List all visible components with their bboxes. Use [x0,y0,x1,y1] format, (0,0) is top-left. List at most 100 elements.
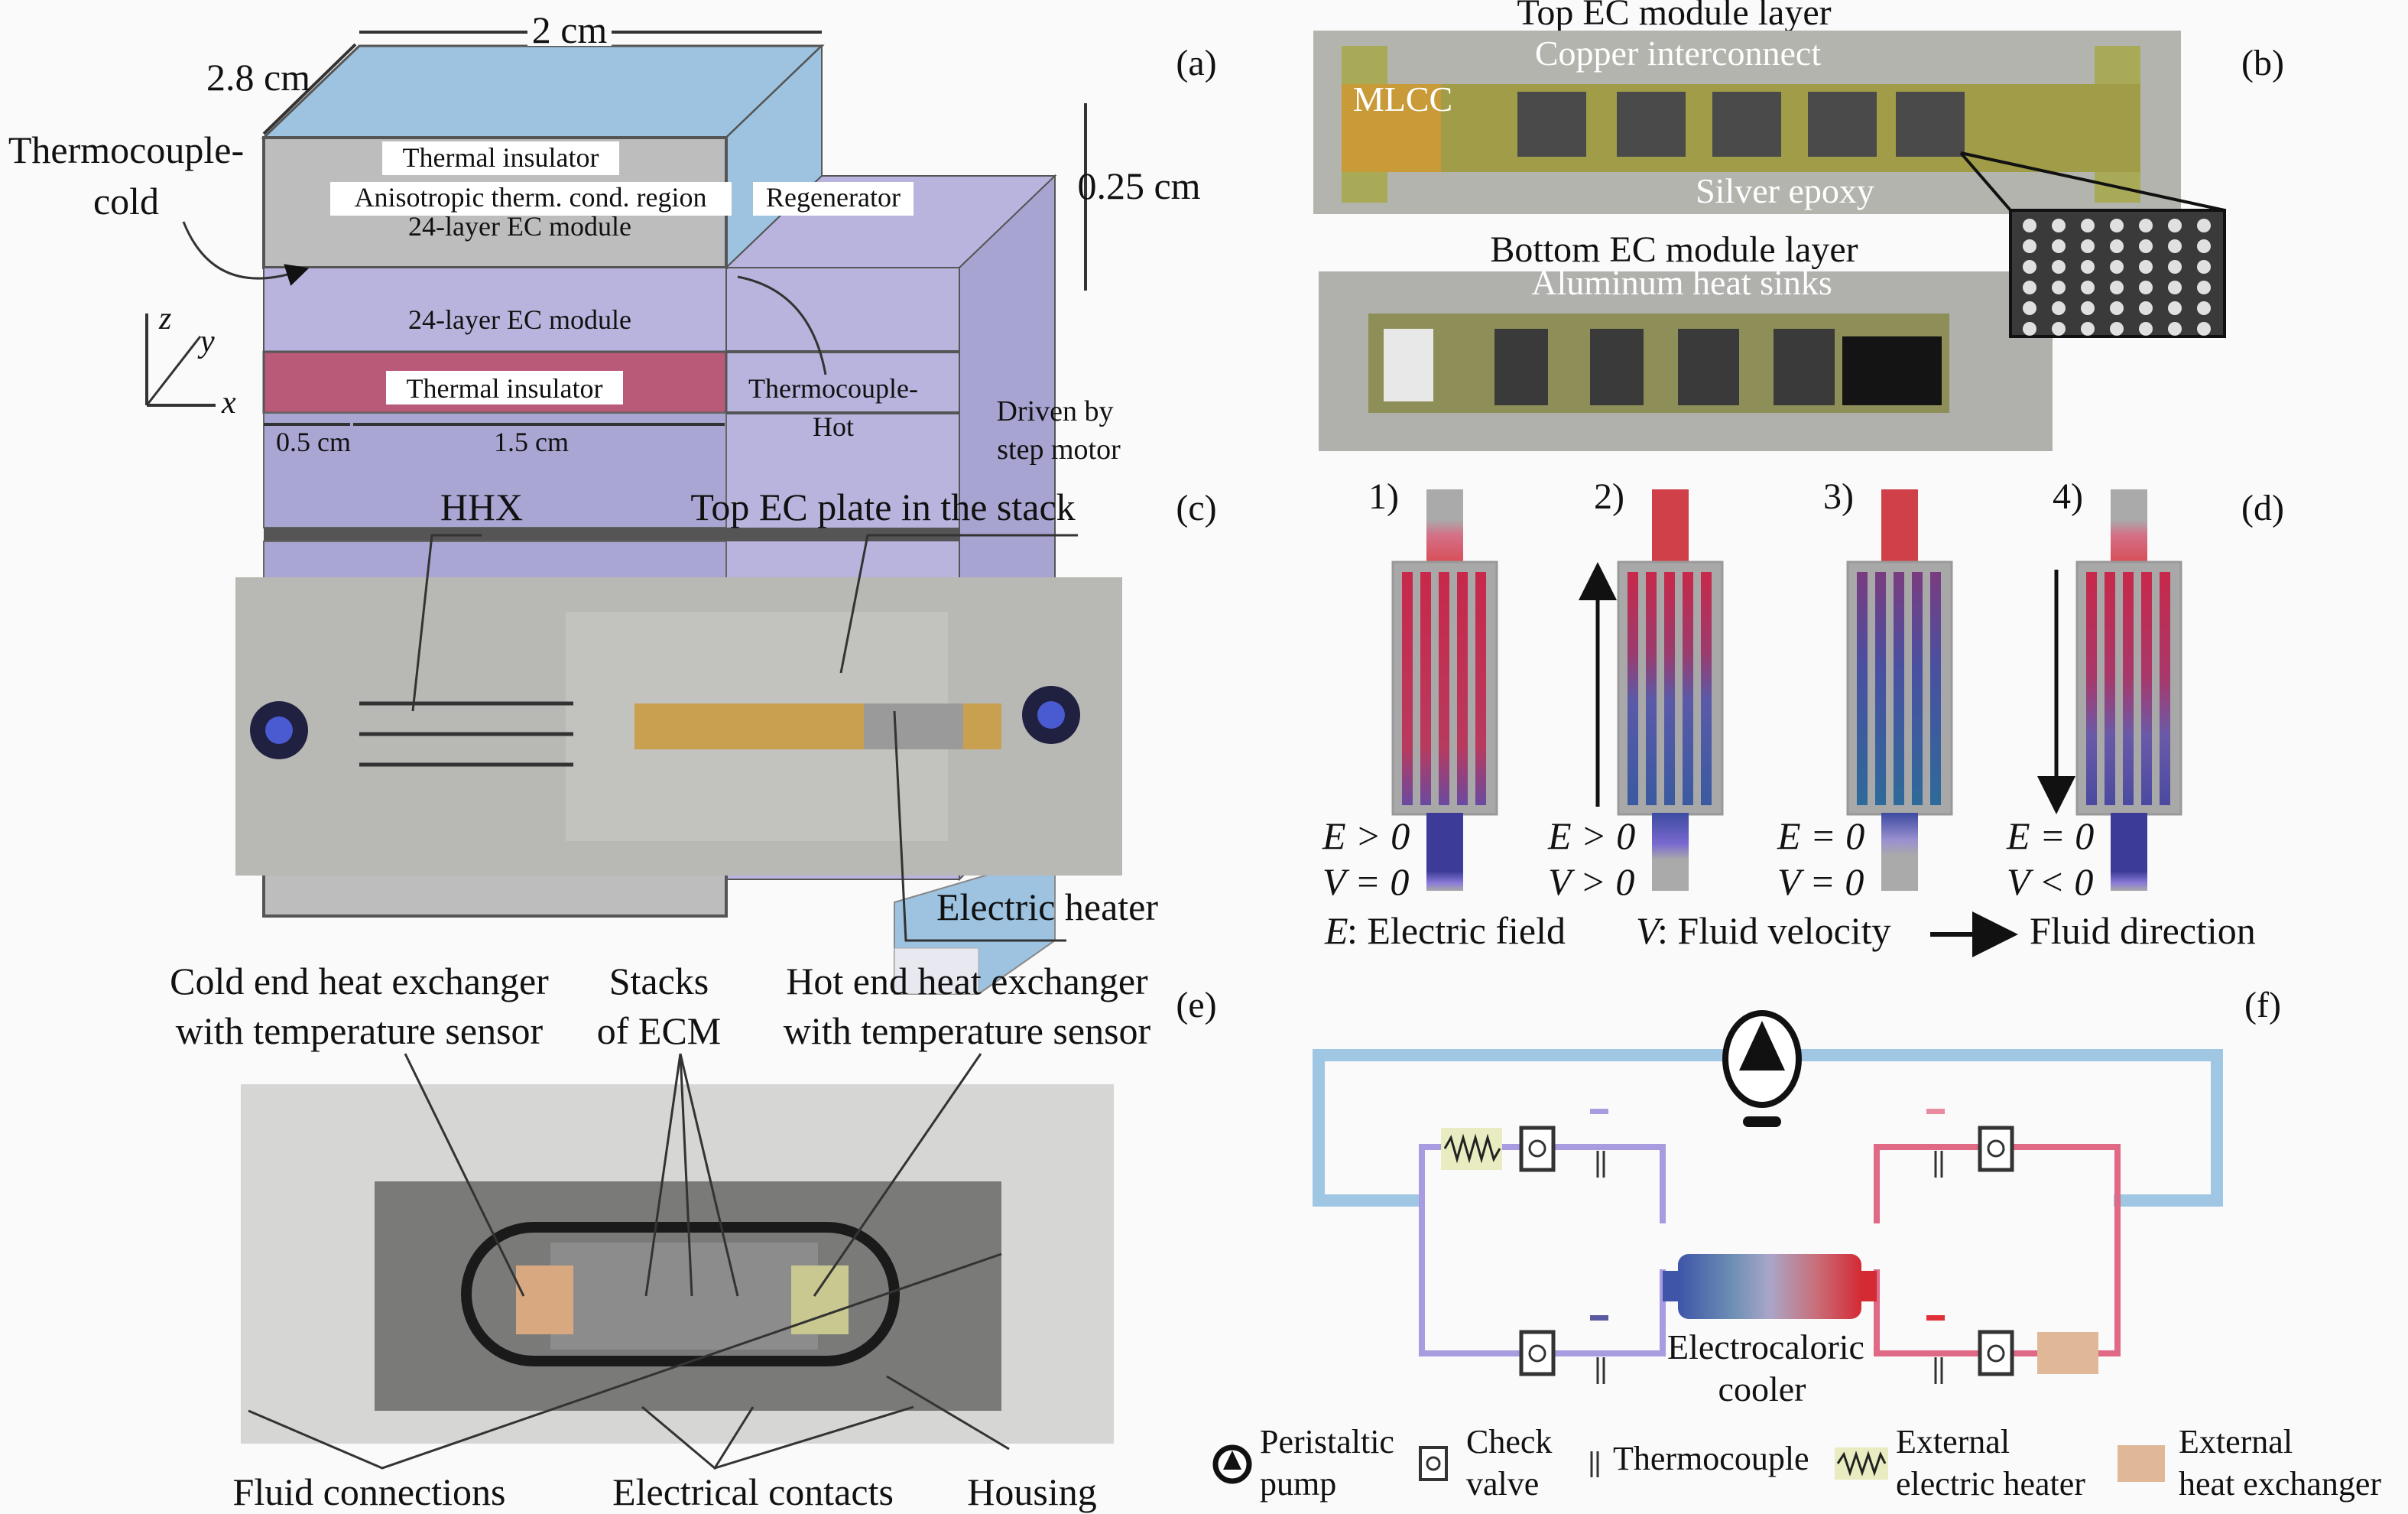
inset-dot [2081,322,2095,336]
step-velocity-condition: V > 0 [1548,860,1634,903]
label-electrical-contacts: Electrical contacts [612,1470,894,1513]
dim-height: 0.25 cm [1077,164,1200,207]
channel [1857,572,1868,805]
inset-dot [2110,260,2124,274]
mlcc-chips [1517,92,1965,157]
inset-dot [2081,281,2095,294]
inset-dot [2110,322,2124,336]
step-velocity-condition: V = 0 [1322,860,1409,903]
inset-dot [2168,219,2182,232]
outlet-tube-top [1652,489,1689,566]
dim-bottom-right: 1.5 cm [494,427,569,457]
channel [1894,572,1904,805]
inset-dot [2052,281,2066,294]
label-electric-heater: Electric heater [936,885,1158,928]
inset-dot [2197,322,2211,336]
panel-b-tag: (b) [2241,43,2284,83]
label-bottom-ec-module-layer: Bottom EC module layer [1490,229,1858,270]
thermocouple-icon [1596,1151,1605,1178]
label-hot-end-2: with temperature sensor [784,1009,1151,1052]
label-ec-module-top: 24-layer EC module [408,211,631,242]
legend-heater-1: External [1896,1423,2010,1460]
channel [2123,572,2134,805]
step-field-condition: E = 0 [1777,814,1864,857]
outlet-tube-bottom [2111,813,2147,891]
inset-dot [2139,260,2153,274]
label-hot-end-1: Hot end heat exchanger [786,960,1148,1002]
inset-dot [2197,219,2211,232]
label-driven-2: step motor [997,434,1121,466]
cold-loop-pipe [1419,1144,1666,1356]
inset-dot [2197,239,2211,253]
channel [2105,572,2115,805]
step-number: 2) [1594,476,1624,517]
step-number: 1) [1368,476,1399,517]
inset-zoom [1959,151,2226,338]
legend-e-symbol: E [1324,909,1348,952]
inset-dot [2139,301,2153,315]
outlet-tube-top [2111,489,2147,566]
legend-f: Peristaltic pump Check valve Thermocoupl… [1212,1423,2381,1503]
legend-v-text: : Fluid velocity [1657,909,1891,952]
legend-fluid-direction: Fluid direction [2030,909,2256,952]
step-field-condition: E > 0 [1547,814,1635,857]
inset-dot [2023,239,2036,253]
panel-d-tag: (d) [2241,488,2284,528]
step-number: 4) [2053,476,2083,517]
legend-hx-1: External [2179,1423,2293,1460]
thermocouple-plane [264,528,959,541]
panel-a-tag: (a) [1176,43,1216,83]
inset-dot [2197,301,2211,315]
panel-c: HHX Top EC plate in the stack Electric h… [235,486,1217,942]
outlet-tube-bottom [1426,813,1463,891]
check-valve-icon [1978,1126,2014,1172]
axis-y-label: y [197,324,215,359]
legend-heater-2: electric heater [1896,1465,2085,1503]
legend-valve-2: valve [1466,1465,1539,1503]
channel [1930,572,1941,805]
inset-dot [2110,219,2124,232]
label-thermocouple-hot-2: Hot [813,411,854,442]
label-thermocouple-cold-2: cold [93,180,159,223]
label-hhx: HHX [440,486,523,528]
inset-dot [2168,239,2182,253]
check-valve-icon [1519,1330,1556,1376]
label-driven-1: Driven by [996,395,1113,427]
channel [1701,572,1712,805]
inset-dot [2081,219,2095,232]
thermocouple-icon [1596,1357,1605,1384]
external-heat-exchanger-icon [2037,1332,2098,1374]
label-mlcc: MLCC [1353,80,1452,119]
inset-dot [2052,219,2066,232]
legend-v-symbol: V [1636,909,1663,952]
legend-heater-icon [1835,1447,1888,1480]
legend-pump-icon [1212,1444,1252,1484]
channel [1875,572,1886,805]
check-valve-icon [1519,1126,1556,1172]
channel [1420,572,1431,805]
label-stacks-1: Stacks [609,960,709,1002]
outlet-tube-bottom [1652,813,1689,891]
channel [1475,572,1486,805]
cycle-step: 2) E > 0V > 0 [1547,476,1724,903]
panel-b: Top EC module layer Copper interconnect … [1313,0,2284,451]
cycle-step: 4)E = 0V < 0 [2006,476,2182,903]
legend-hx-icon [2118,1445,2165,1482]
inset-dot [2023,281,2036,294]
inset-dot [2052,301,2066,315]
stack-top-face [261,44,825,139]
label-thermocouple-hot-1: Thermocouple- [748,373,918,404]
label-ec-module-bottom: 24-layer EC module [408,304,631,335]
inset-dot [2052,239,2066,253]
electrocaloric-cooler [1678,1254,1861,1319]
label-stacks-2: of ECM [597,1009,722,1052]
outlet-tube-top [1881,489,1918,566]
inset-dot [2023,322,2036,336]
legend-pump-1: Peristaltic [1260,1423,1394,1460]
label-copper-interconnect: Copper interconnect [1535,34,1821,73]
label-regenerator: Regenerator [766,182,901,213]
panel-d-legend: E : Electric field V : Fluid velocity Fl… [1324,488,2284,957]
legend-thermocouple-icon [1590,1451,1599,1477]
dim-width: 2 cm [532,8,608,51]
inset-dot [2081,260,2095,274]
